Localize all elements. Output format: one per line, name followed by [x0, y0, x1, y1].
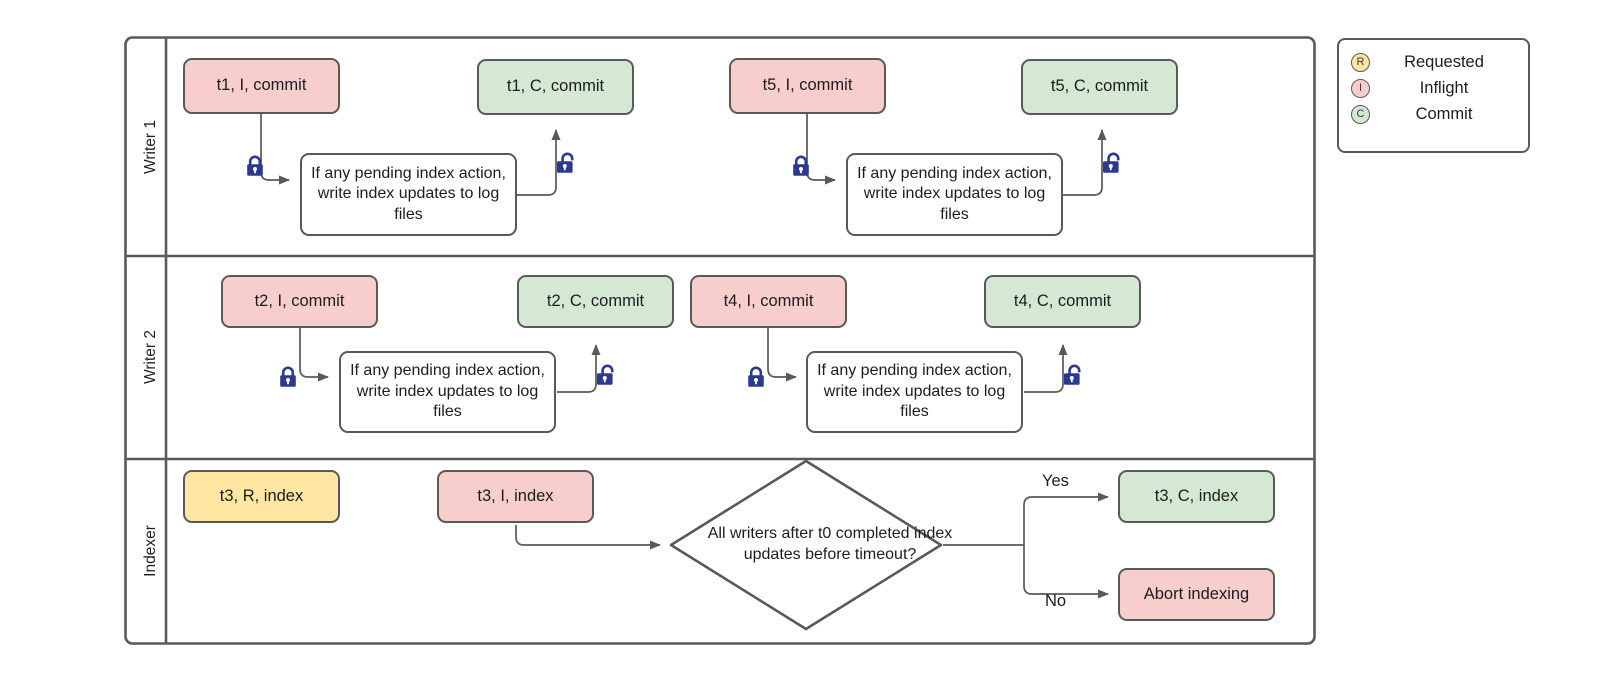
lock-open-icon — [556, 152, 576, 174]
status-badge-commit-icon: C — [1351, 104, 1370, 124]
node-w2-t4-commit[interactable]: t4, C, commit — [984, 275, 1141, 328]
connector-w1-task-to-t1c — [517, 129, 561, 196]
legend-label-commit: Commit — [1415, 104, 1473, 123]
lock-open-icon — [596, 364, 616, 386]
connector-w2-t2i-to-task — [299, 328, 329, 382]
node-indexer-t3-commit[interactable]: t3, C, index — [1118, 470, 1275, 523]
lane-label-writer-1: Writer 1 — [142, 120, 159, 174]
connector-w1-task-b-to-t5c — [1063, 129, 1107, 196]
node-w1-t1-commit[interactable]: t1, C, commit — [477, 59, 634, 115]
node-indexer-t3-inflight[interactable]: t3, I, index — [437, 470, 594, 523]
lock-closed-icon — [746, 366, 766, 388]
node-w2-index-action-b[interactable]: If any pending index action, write index… — [806, 351, 1023, 433]
legend-item-inflight: I Inflight — [1351, 75, 1514, 101]
node-indexer-t3-requested[interactable]: t3, R, index — [183, 470, 340, 523]
node-w2-t2-inflight[interactable]: t2, I, commit — [221, 275, 378, 328]
lane-label-indexer: Indexer — [142, 525, 159, 577]
node-w1-t1-inflight[interactable]: t1, I, commit — [183, 58, 340, 114]
connector-decision-yes — [1023, 492, 1109, 545]
lock-closed-icon — [245, 155, 265, 177]
legend-item-requested: R Requested — [1351, 49, 1514, 75]
lock-open-icon — [1063, 364, 1083, 386]
legend-panel: R Requested I Inflight C Commit — [1337, 38, 1530, 153]
connector-w2-t4i-to-task — [767, 328, 797, 382]
lock-closed-icon — [791, 155, 811, 177]
status-badge-inflight-icon: I — [1351, 78, 1370, 98]
status-badge-requested-icon: R — [1351, 52, 1370, 72]
lock-open-icon — [1102, 152, 1122, 174]
edge-label-no: No — [1045, 592, 1067, 610]
edge-label-yes: Yes — [1042, 472, 1069, 490]
connector-w1-t5i-to-task — [806, 114, 836, 185]
connector-w1-t1i-to-task — [260, 114, 290, 185]
node-w1-index-action-a[interactable]: If any pending index action, write index… — [300, 153, 517, 236]
legend-label-inflight: Inflight — [1419, 78, 1469, 97]
lane-label-writer-2: Writer 2 — [142, 330, 159, 384]
legend-label-requested: Requested — [1404, 52, 1484, 71]
node-w1-t5-inflight[interactable]: t5, I, commit — [729, 58, 886, 114]
node-w2-t4-inflight[interactable]: t4, I, commit — [690, 275, 847, 328]
node-w2-t2-commit[interactable]: t2, C, commit — [517, 275, 674, 328]
connector-w2-task-b-to-t4c — [1024, 344, 1068, 393]
node-indexer-decision[interactable]: All writers after t0 completed index upd… — [668, 458, 952, 632]
lock-closed-icon — [278, 366, 298, 388]
node-w1-index-action-b[interactable]: If any pending index action, write index… — [846, 153, 1063, 236]
node-w2-index-action-a[interactable]: If any pending index action, write index… — [339, 351, 556, 433]
connector-t3i-to-decision — [515, 525, 661, 550]
node-w1-t5-commit[interactable]: t5, C, commit — [1021, 59, 1178, 115]
connector-w2-task-to-t2c — [557, 344, 601, 393]
connector-decision-no — [1023, 545, 1109, 599]
node-indexer-abort[interactable]: Abort indexing — [1118, 568, 1275, 621]
legend-item-commit: C Commit — [1351, 101, 1514, 127]
